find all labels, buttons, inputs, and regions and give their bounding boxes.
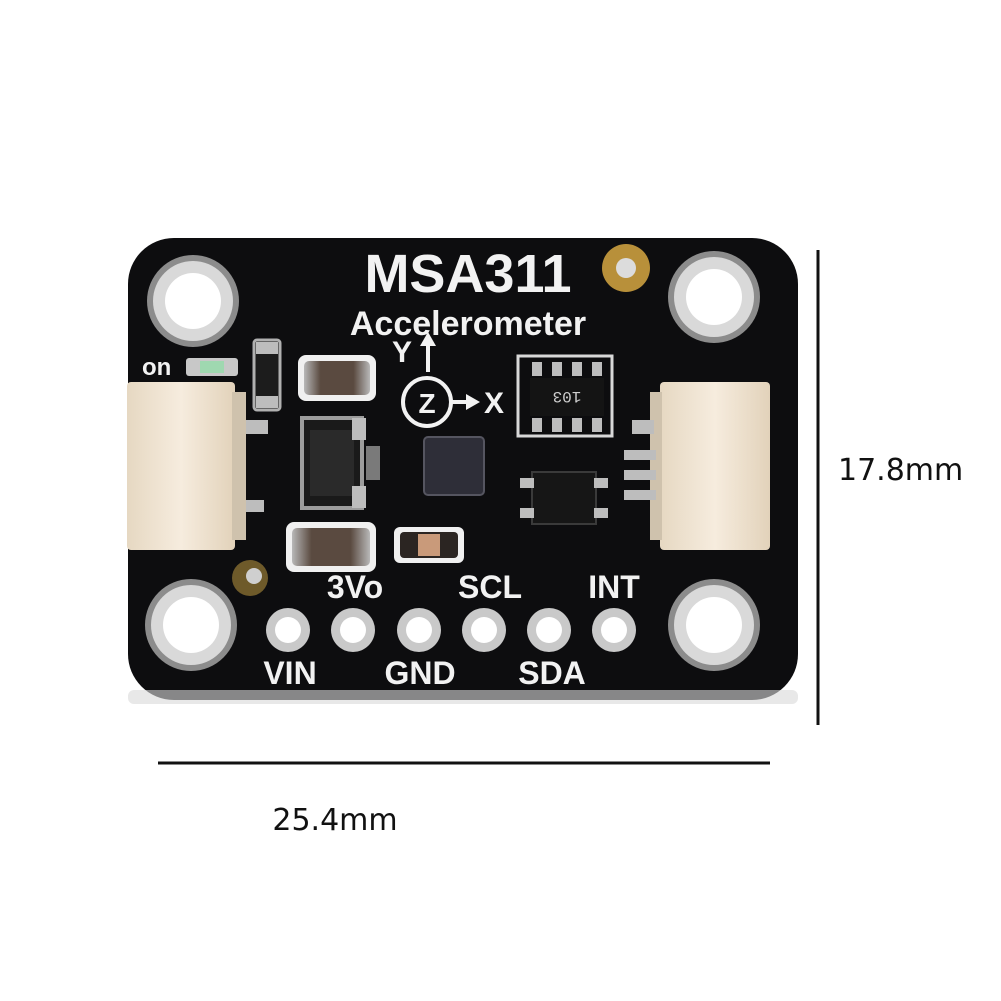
pin-scl xyxy=(462,608,506,652)
axis-z-label: Z xyxy=(418,388,435,419)
mounting-hole-bottom-left xyxy=(145,579,237,671)
pin-3vo xyxy=(331,608,375,652)
resistor-array-code: 103 xyxy=(553,387,582,405)
pin-vin xyxy=(266,608,310,652)
pin-gnd xyxy=(397,608,441,652)
axis-x-label: X xyxy=(484,387,504,420)
pin-label-gnd: GND xyxy=(384,655,455,691)
capacitor-bottom xyxy=(286,522,376,572)
capacitor-small xyxy=(394,527,464,563)
pin-label-scl: SCL xyxy=(458,569,522,605)
mounting-hole-bottom-right xyxy=(668,579,760,671)
width-dimension: 25.4mm xyxy=(158,761,770,838)
height-dimension: 17.8mm xyxy=(816,250,963,725)
header-pins xyxy=(266,608,636,652)
pin-label-3vo: 3Vo xyxy=(327,569,383,605)
level-shifter-chip xyxy=(520,471,608,525)
pin-labels-bottom: VIN GND SDA xyxy=(263,655,585,691)
power-led xyxy=(186,358,238,376)
resistor-array: 103 xyxy=(516,354,614,438)
resistor-103 xyxy=(252,338,282,412)
accelerometer-chip xyxy=(423,436,485,496)
axis-y-label: Y xyxy=(392,336,412,369)
pin-int xyxy=(592,608,636,652)
width-dimension-label: 25.4mm xyxy=(272,803,397,838)
axis-indicator: Y Z X xyxy=(392,332,504,428)
mounting-holes xyxy=(145,251,760,671)
board-title: MSA311 xyxy=(364,244,571,304)
height-dimension-label: 17.8mm xyxy=(838,453,963,488)
stemma-connector-right xyxy=(624,382,770,550)
fiducial-pads xyxy=(232,244,650,596)
voltage-regulator xyxy=(300,416,380,510)
capacitor-top xyxy=(298,355,376,401)
pin-label-vin: VIN xyxy=(263,655,316,691)
mounting-hole-top-right xyxy=(668,251,760,343)
pin-label-sda: SDA xyxy=(518,655,586,691)
stemma-connector-left xyxy=(127,382,268,550)
pin-sda xyxy=(527,608,571,652)
pin-label-int: INT xyxy=(588,569,640,605)
pin-labels-top: 3Vo SCL INT xyxy=(327,569,640,605)
power-led-label: on xyxy=(142,354,171,381)
mounting-hole-top-left xyxy=(147,255,239,347)
board-subtitle: Accelerometer xyxy=(350,305,586,343)
